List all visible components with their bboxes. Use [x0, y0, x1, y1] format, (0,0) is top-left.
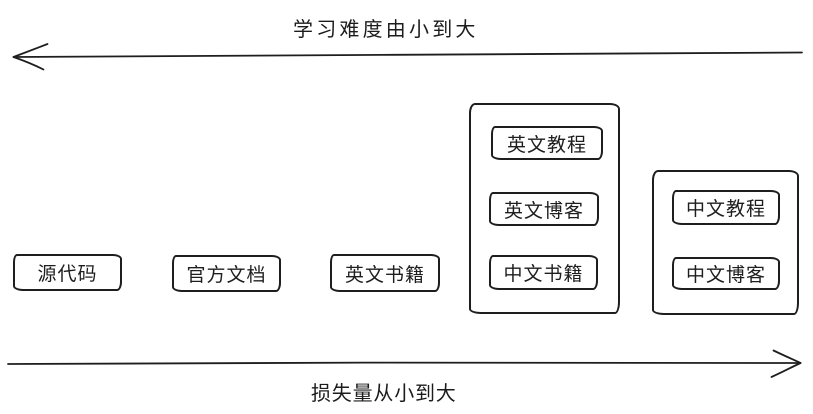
top-axis-label: 学习难度由小到大	[293, 17, 479, 41]
box-official-docs-label: 官方文档	[186, 264, 267, 286]
box-chinese-tutorials-label: 中文教程	[685, 198, 766, 220]
box-source-code: 源代码	[13, 254, 122, 291]
group-box-1: 英文教程 英文博客 中文书籍	[469, 103, 620, 314]
bottom-axis-label: 损失量从小到大	[311, 381, 457, 405]
box-english-books-label: 英文书籍	[344, 263, 425, 286]
bottom-arrow-right	[7, 349, 802, 378]
box-english-blogs-label: 英文博客	[503, 199, 584, 222]
top-arrow-left	[12, 43, 803, 71]
box-chinese-books-label: 中文书籍	[503, 263, 584, 285]
box-source-code-label: 源代码	[37, 263, 98, 285]
box-chinese-tutorials: 中文教程	[672, 190, 780, 225]
box-chinese-blogs-label: 中文博客	[685, 264, 766, 286]
group-box-2: 中文教程 中文博客	[652, 170, 799, 315]
box-chinese-books: 中文书籍	[489, 255, 598, 290]
box-english-books: 英文书籍	[330, 254, 440, 292]
box-official-docs: 官方文档	[172, 255, 281, 292]
box-english-blogs: 英文博客	[489, 192, 599, 226]
box-english-tutorials-label: 英文教程	[506, 133, 587, 156]
box-chinese-blogs: 中文博客	[672, 257, 780, 290]
box-english-tutorials: 英文教程	[491, 126, 603, 160]
